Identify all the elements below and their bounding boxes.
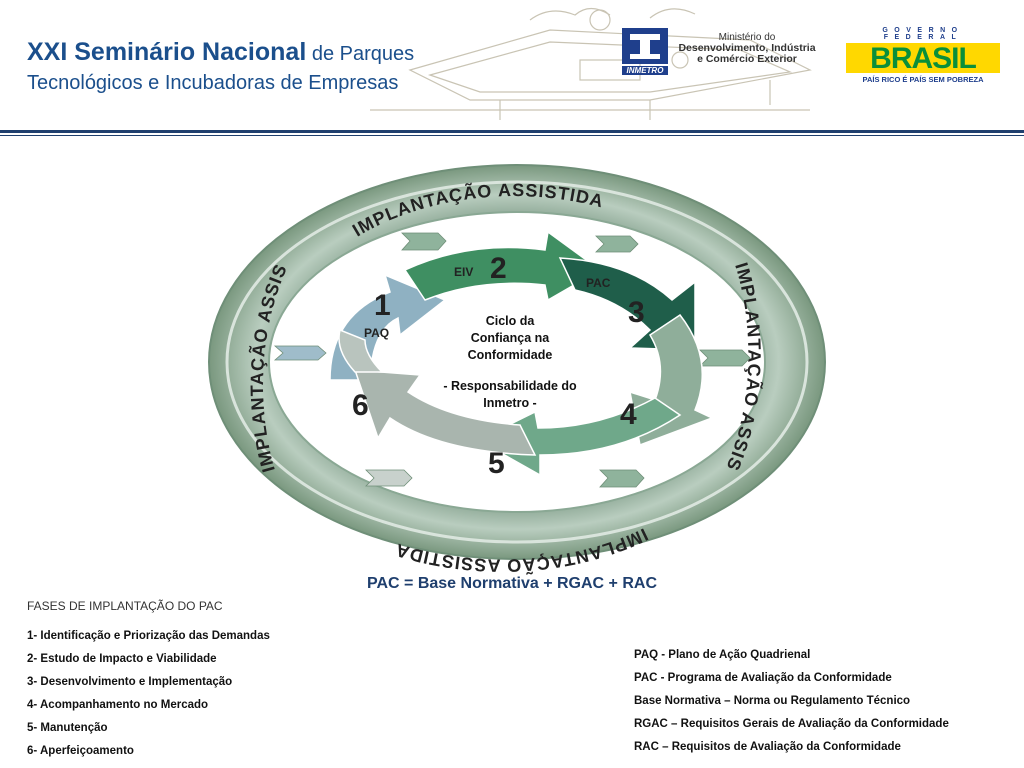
arrow-number-4: 4 [620,398,637,431]
center-line-1: Ciclo da [485,314,535,328]
header-rule [0,130,1024,133]
cycle-arrow-6 [353,369,537,456]
feed-arrow-bottom-right [599,469,645,488]
ring-inner-band [225,180,809,544]
ministry-line1: Ministério do [718,32,776,43]
title-rest: de Parques [306,43,415,65]
inmetro-logo-icon [622,28,668,64]
definition-item: PAC - Programa de Avaliação da Conformid… [634,672,892,684]
cycle-diagram: IMPLANTAÇÃO ASSISTIDA IMPLANTAÇÃO ASSIST… [0,140,826,576]
center-line-5: Inmetro - [483,396,537,410]
feed-arrow-top-right [595,235,639,253]
page-title: XXI Seminário Nacional de Parques [27,38,414,67]
center-line-4: - Responsabilidade do [443,379,577,393]
pac-formula: PAC = Base Normativa + RGAC + RAC [366,575,657,592]
cycle-arrow-6-tail [338,328,384,373]
definition-item: RGAC – Requisitos Gerais de Avaliação da… [634,718,949,730]
inmetro-label: INMETRO [622,66,668,75]
arrow-number-5: 5 [488,447,505,480]
gf-top-text: GOVERNO FEDERAL [882,27,964,41]
feed-arrow-right [699,349,751,367]
header-rule-thin [0,135,1024,136]
arrow-number-1: 1 [374,289,391,322]
gf-brasil-text: BRASIL [870,42,977,75]
ministry-line2: Desenvolvimento, Indústria [678,42,816,54]
phase-item: 5- Manutenção [27,722,108,734]
feed-arrow-bottom-left [365,469,413,487]
title-bold: XXI Seminário Nacional [27,38,307,66]
gf-tagline: PAÍS RICO É PAÍS SEM POBREZA [862,75,984,84]
phases-heading: FASES DE IMPLANTAÇÃO DO PAC [27,599,223,613]
arrow-number-2: 2 [490,252,507,285]
definitions-list: PAQ - Plano de Ação Quadrienal PAC - Pro… [634,644,949,759]
ministry-line3: e Comércio Exterior [697,53,797,65]
feed-arrow-top-left [401,232,447,251]
feed-arrows [273,232,751,488]
label-eiv: EIV [454,265,473,279]
header: XXI Seminário Nacional de Parques Tecnol… [0,0,1024,132]
arrow-number-6: 6 [352,389,369,422]
phase-item: 3- Desenvolvimento e Implementação [27,676,233,688]
center-line-2: Confiança na [470,331,550,345]
arrow-number-3: 3 [628,296,645,329]
label-paq: PAQ [364,326,389,340]
gf-brasil-box: BRASIL [846,42,1000,75]
label-pac: PAC [586,276,611,290]
feed-arrow-left [273,345,327,361]
phase-item: 4- Acompanhamento no Mercado [27,699,209,711]
definition-item: Base Normativa – Norma ou Regulamento Té… [634,695,911,707]
definition-item: RAC – Requisitos de Avaliação da Conform… [634,741,901,753]
phase-item: 2- Estudo de Impacto e Viabilidade [27,653,217,665]
cycle-center-text: Ciclo da Confiança na Conformidade - Res… [440,313,580,412]
definition-item: PAQ - Plano de Ação Quadrienal [634,649,811,661]
ministry-logo: Ministério do Desenvolvimento, Indústria… [672,32,822,65]
center-line-3: Conformidade [467,348,553,362]
phase-item: 6- Aperfeiçoamento [27,745,134,757]
page-subtitle: Tecnológicos e Incubadoras de Empresas [27,72,399,94]
phase-item: 1- Identificação e Priorização das Deman… [27,630,270,642]
governo-federal-logo: GOVERNO FEDERAL BRASIL PAÍS RICO É PAÍS … [846,27,1000,84]
phases-list: 1- Identificação e Priorização das Deman… [27,625,270,763]
building-illustration [370,7,812,120]
